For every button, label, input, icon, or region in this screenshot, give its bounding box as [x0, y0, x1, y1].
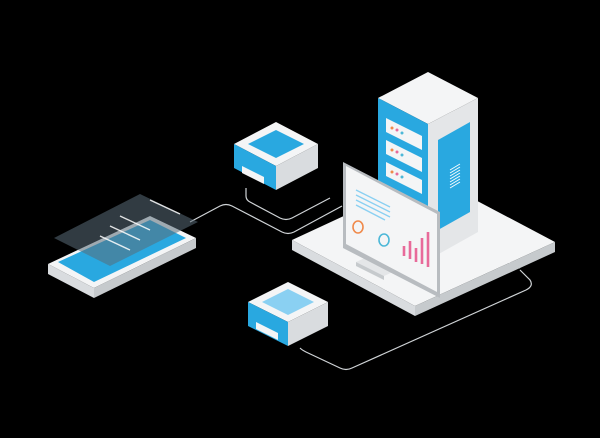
monitor: [343, 162, 440, 298]
network-box-top: [234, 122, 318, 190]
ring-chart-icon: [352, 220, 364, 234]
text-lines: [355, 189, 391, 221]
drive-unit: [386, 140, 422, 172]
drive-unit: [386, 162, 422, 194]
vent-grille-icon: [449, 163, 461, 189]
network-box-bottom: [248, 282, 328, 346]
smartphone: [48, 194, 198, 298]
drive-unit: [386, 118, 422, 150]
ring-chart-icon: [378, 233, 390, 247]
bar-chart-icon: [402, 232, 430, 267]
